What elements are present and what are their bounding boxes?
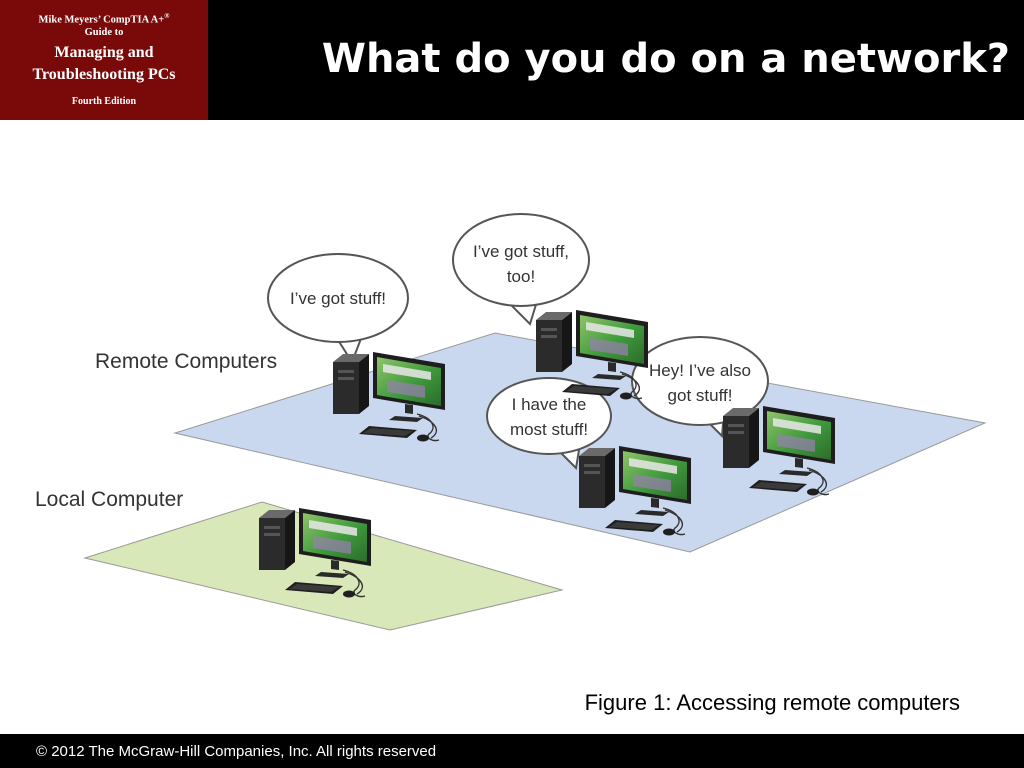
- network-diagram: Remote Computers Local Computer I’ve got…: [35, 213, 987, 631]
- speech-bubble-3-line-2: got stuff!: [668, 386, 733, 405]
- book-guide-line: Guide to: [84, 26, 124, 38]
- book-main-title: Managing and Troubleshooting PCs: [0, 42, 208, 86]
- local-computer-label: Local Computer: [35, 488, 183, 511]
- speech-bubble-4-line-2: most stuff!: [510, 420, 588, 439]
- slide-header: Mike Meyers’ CompTIA A+® Guide to Managi…: [0, 0, 1024, 120]
- slide-footer: © 2012 The McGraw-Hill Companies, Inc. A…: [0, 734, 1024, 768]
- book-title-line-1: Managing and: [54, 44, 154, 61]
- book-title-badge: Mike Meyers’ CompTIA A+® Guide to Managi…: [0, 0, 208, 120]
- speech-bubble-3: Hey! I’ve also got stuff!: [631, 336, 769, 439]
- book-edition: Fourth Edition: [71, 96, 137, 107]
- speech-bubble-1-text: I’ve got stuff!: [290, 289, 386, 308]
- speech-bubble-4-line-1: I have the: [512, 395, 587, 414]
- speech-bubble-3-line-1: Hey! I’ve also: [649, 361, 751, 380]
- book-series-text: Mike Meyers’ CompTIA A+® Guide to: [0, 10, 208, 39]
- registered-mark: ®: [164, 12, 170, 20]
- speech-bubble-4: I have the most stuff!: [486, 377, 612, 471]
- speech-bubble-2: I’ve got stuff, too!: [452, 213, 590, 326]
- figure-caption: Figure 1: Accessing remote computers: [584, 690, 960, 715]
- speech-bubble-2-line-1: I’ve got stuff,: [473, 242, 569, 261]
- copyright-text: © 2012 The McGraw-Hill Companies, Inc. A…: [36, 743, 437, 760]
- book-title-line-2: Troubleshooting PCs: [32, 66, 176, 83]
- remote-computers-label: Remote Computers: [95, 350, 277, 373]
- slide-title: What do you do on a network?: [321, 36, 1010, 82]
- speech-bubble-1: I’ve got stuff!: [267, 253, 409, 365]
- speech-bubble-2-line-2: too!: [507, 267, 535, 286]
- book-series-line: Mike Meyers’ CompTIA A+: [38, 14, 165, 26]
- local-network-plane: [83, 501, 564, 631]
